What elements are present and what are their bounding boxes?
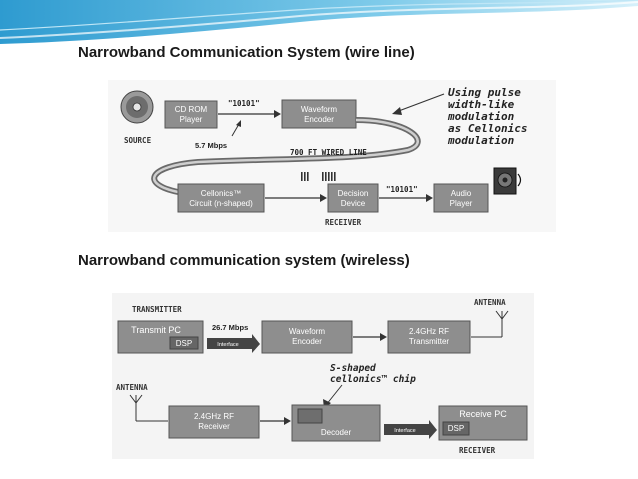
audio-label-line1: Audio — [451, 189, 472, 198]
bits-out-label: "10101" — [386, 185, 418, 194]
interface-tx-label: Interface — [217, 342, 238, 348]
decision-label-line2: Device — [341, 199, 366, 208]
wireline-diagram: SOURCE CD ROM Player "10101" 5.7 Mbps Wa… — [108, 80, 556, 232]
arrowhead-cdrom-to-encoder — [274, 110, 281, 118]
cd-disc-icon — [120, 90, 154, 124]
cellonics-chip — [297, 408, 323, 424]
rf-tx-line2: Transmitter — [409, 337, 449, 346]
source-label: SOURCE — [124, 136, 152, 145]
transmitter-label: TRANSMITTER — [132, 305, 182, 314]
dsp-rx-label: DSP — [448, 424, 464, 433]
wireless-rate-label: 26.7 Mbps — [212, 323, 248, 332]
decoder-label: Decoder — [321, 428, 352, 437]
decision-label-line1: Decision — [338, 189, 369, 198]
wireless-encoder-line2: Encoder — [292, 337, 322, 346]
pulse-signal-icon — [301, 172, 336, 181]
cdrom-label-line2: Player — [180, 115, 203, 124]
rf-transmitter-box — [387, 320, 471, 354]
note-line1: Using pulse — [448, 86, 521, 99]
chip-label-line2: cellonics™ chip — [330, 374, 416, 385]
receive-pc-label: Receive PC — [459, 409, 507, 419]
arrowhead-circuit-to-decision — [320, 194, 327, 202]
rf-rx-line2: Receiver — [198, 422, 230, 431]
rate-pointer-head — [236, 120, 241, 127]
dsp-rx-box — [442, 421, 470, 436]
note-line2: width-like — [448, 98, 515, 111]
dsp-tx-label: DSP — [176, 339, 192, 348]
rf-tx-line1: 2.4GHz RF — [409, 327, 449, 336]
antenna-tx-icon — [471, 310, 509, 338]
encoder-label-line2: Encoder — [304, 115, 334, 124]
transmit-pc-label: Transmit PC — [131, 325, 181, 335]
chip-pointer — [325, 384, 343, 406]
interface-rx-label: Interface — [394, 428, 415, 434]
chip-label-line1: S-shaped — [330, 363, 376, 374]
arrowhead-encoder-to-rf — [380, 333, 387, 341]
note-arrow — [395, 93, 445, 113]
wired-line-cable-highlight — [153, 118, 419, 194]
heading-wireless: Narrowband communication system (wireles… — [78, 252, 410, 269]
arrowhead-rf-to-decoder — [284, 417, 291, 425]
decision-device-box — [327, 183, 379, 213]
wireless-encoder-box — [261, 320, 353, 354]
wireless-receiver-label: RECEIVER — [459, 446, 496, 455]
top-wave-thin-line — [0, 0, 638, 31]
top-wave-band — [0, 0, 638, 44]
note-line5: modulation — [447, 134, 515, 147]
cellonics-circuit-box — [177, 183, 265, 213]
interface-tx-arrow — [207, 334, 260, 353]
encoder-label-line1: Waveform — [301, 105, 337, 114]
arrowhead-decision-to-audio — [426, 194, 433, 202]
interface-rx-arrow — [384, 420, 437, 439]
wired-line-label: 700 FT WIRED LINE — [290, 148, 367, 157]
audio-player-box — [433, 183, 489, 213]
wireless-encoder-line1: Waveform — [289, 327, 325, 336]
antenna-rx-label: ANTENNA — [116, 383, 148, 392]
bits-in-label: "10101" — [228, 99, 260, 108]
circuit-label-line2: Circuit (n-shaped) — [189, 199, 253, 208]
rate-pointer — [231, 123, 240, 137]
heading-wireline: Narrowband Communication System (wire li… — [78, 44, 415, 61]
audio-label-line2: Player — [450, 199, 473, 208]
top-wave-highlight — [0, 1, 638, 39]
note-line4: as Cellonics — [448, 122, 527, 135]
wireline-receiver-label: RECEIVER — [325, 218, 362, 227]
waveform-encoder-box — [281, 99, 357, 129]
rf-receiver-box — [168, 405, 260, 439]
dsp-tx-box — [169, 336, 199, 350]
wireless-diagram: TRANSMITTER Transmit PC DSP 26.7 Mbps In… — [112, 293, 534, 459]
note-arrowhead — [392, 107, 402, 115]
cdrom-player-box — [164, 100, 218, 129]
antenna-tx-label: ANTENNA — [474, 298, 506, 307]
rate-label: 5.7 Mbps — [195, 141, 227, 150]
rf-rx-line1: 2.4GHz RF — [194, 412, 234, 421]
cdrom-label-line1: CD ROM — [175, 105, 208, 114]
circuit-label-line1: Cellonics™ — [201, 189, 241, 198]
note-line3: modulation — [447, 110, 515, 123]
antenna-rx-icon — [129, 394, 168, 422]
speaker-icon — [493, 167, 522, 195]
